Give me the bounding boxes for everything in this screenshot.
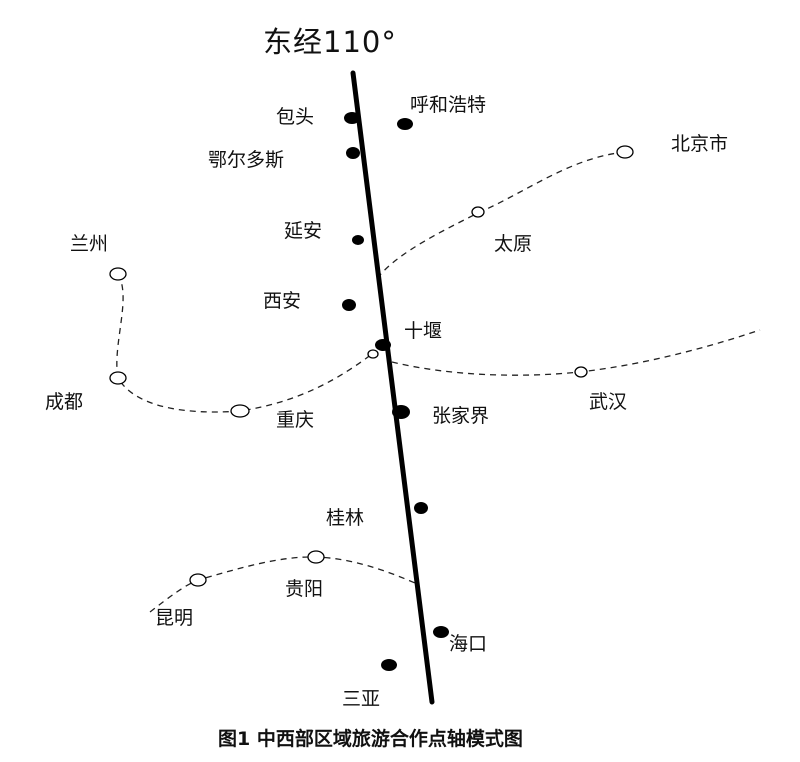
label-taiyuan: 太原 — [494, 233, 533, 255]
label-lanzhou: 兰州 — [70, 233, 109, 255]
city-node-chengdu — [109, 371, 127, 385]
city-node-xian — [342, 299, 356, 311]
city-node-haikou — [433, 626, 449, 638]
label-huhehaote: 呼和浩特 — [410, 94, 487, 116]
label-yanan: 延安 — [284, 220, 323, 242]
label-guiyang: 贵阳 — [285, 578, 324, 600]
label-xian: 西安 — [263, 290, 302, 312]
city-node-chongqing — [230, 404, 250, 418]
route-line-kunming-guiyang — [149, 556, 416, 613]
label-kunming: 昆明 — [155, 607, 194, 629]
route-line-lanzhou-chengdu-shiyan — [116, 273, 373, 413]
axis-label: 东经110° — [263, 25, 397, 59]
label-beijing: 北京市 — [671, 133, 729, 155]
city-node-zhangjiajie — [392, 405, 410, 419]
city-node-taiyuan — [471, 206, 485, 218]
city-node-guilin — [414, 502, 428, 514]
label-wuhan: 武汉 — [589, 391, 628, 413]
city-node-shiyan-junction — [367, 349, 379, 359]
city-node-baotou — [344, 112, 360, 124]
city-node-kunming — [189, 573, 207, 587]
city-node-sanya — [381, 659, 397, 671]
label-sanya: 三亚 — [342, 688, 381, 710]
city-node-shiyan — [375, 339, 391, 351]
city-node-beijing — [616, 145, 634, 159]
city-node-yanan — [352, 235, 364, 245]
city-node-huhehaote — [397, 118, 413, 130]
route-line-beijing-shiyan — [379, 151, 626, 276]
city-node-wuhan — [574, 366, 588, 378]
label-baotou: 包头 — [276, 106, 315, 128]
city-node-eerduosi — [346, 147, 360, 159]
label-chongqing: 重庆 — [276, 409, 315, 431]
label-guilin: 桂林 — [326, 507, 365, 529]
figure-caption: 图1 中西部区域旅游合作点轴模式图 — [218, 728, 523, 750]
label-haikou: 海口 — [449, 633, 488, 655]
label-zhangjiajie: 张家界 — [432, 405, 490, 427]
label-chengdu: 成都 — [45, 391, 84, 413]
label-eerduosi: 鄂尔多斯 — [208, 149, 285, 171]
longitude-110-axis — [350, 70, 435, 705]
label-shiyan: 十堰 — [404, 320, 443, 342]
city-node-guiyang — [307, 550, 325, 564]
city-node-lanzhou — [109, 267, 127, 281]
